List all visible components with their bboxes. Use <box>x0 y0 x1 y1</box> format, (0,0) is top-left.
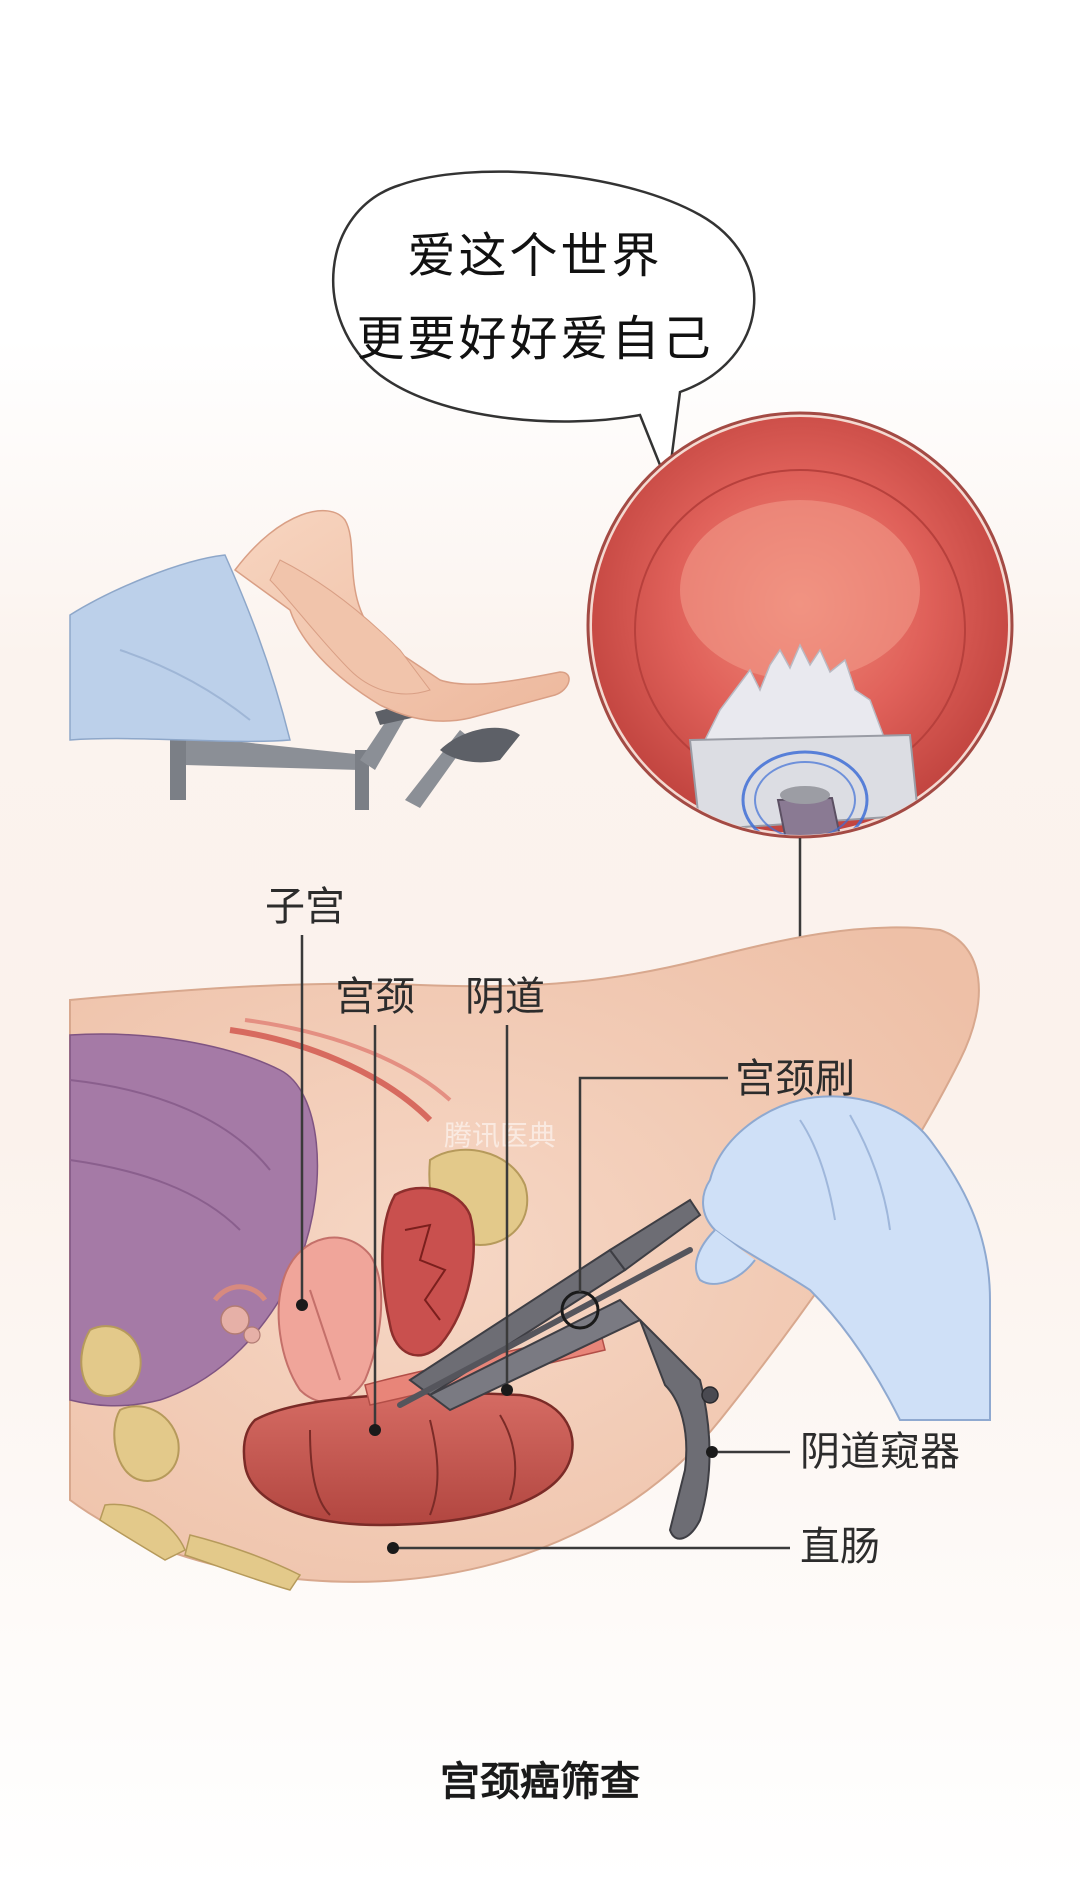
dot-cervix <box>369 1424 381 1436</box>
patient-on-exam-chair <box>70 511 569 810</box>
label-uterus: 子宫 <box>265 884 345 930</box>
label-rectum: 直肠 <box>800 1524 880 1570</box>
diagram-title: 宫颈癌筛查 <box>440 1759 640 1805</box>
bubble-line-2: 更要好好爱自己 <box>356 311 713 367</box>
dot-uterus <box>296 1299 308 1311</box>
dot-speculum <box>706 1446 718 1458</box>
label-cervical-brush: 宫颈刷 <box>735 1056 855 1102</box>
pelvic-cross-section: 腾讯医典 <box>70 927 990 1590</box>
dot-rectum <box>387 1542 399 1554</box>
label-cervix: 宫颈 <box>335 974 415 1020</box>
label-vagina: 阴道 <box>465 974 545 1020</box>
bubble-line-1: 爱这个世界 <box>407 228 662 284</box>
label-speculum: 阴道窥器 <box>800 1429 960 1475</box>
dot-vagina <box>501 1384 513 1396</box>
watermark: 腾讯医典 <box>444 1119 556 1152</box>
speech-bubble: 爱这个世界 更要好好爱自己 <box>333 172 754 485</box>
